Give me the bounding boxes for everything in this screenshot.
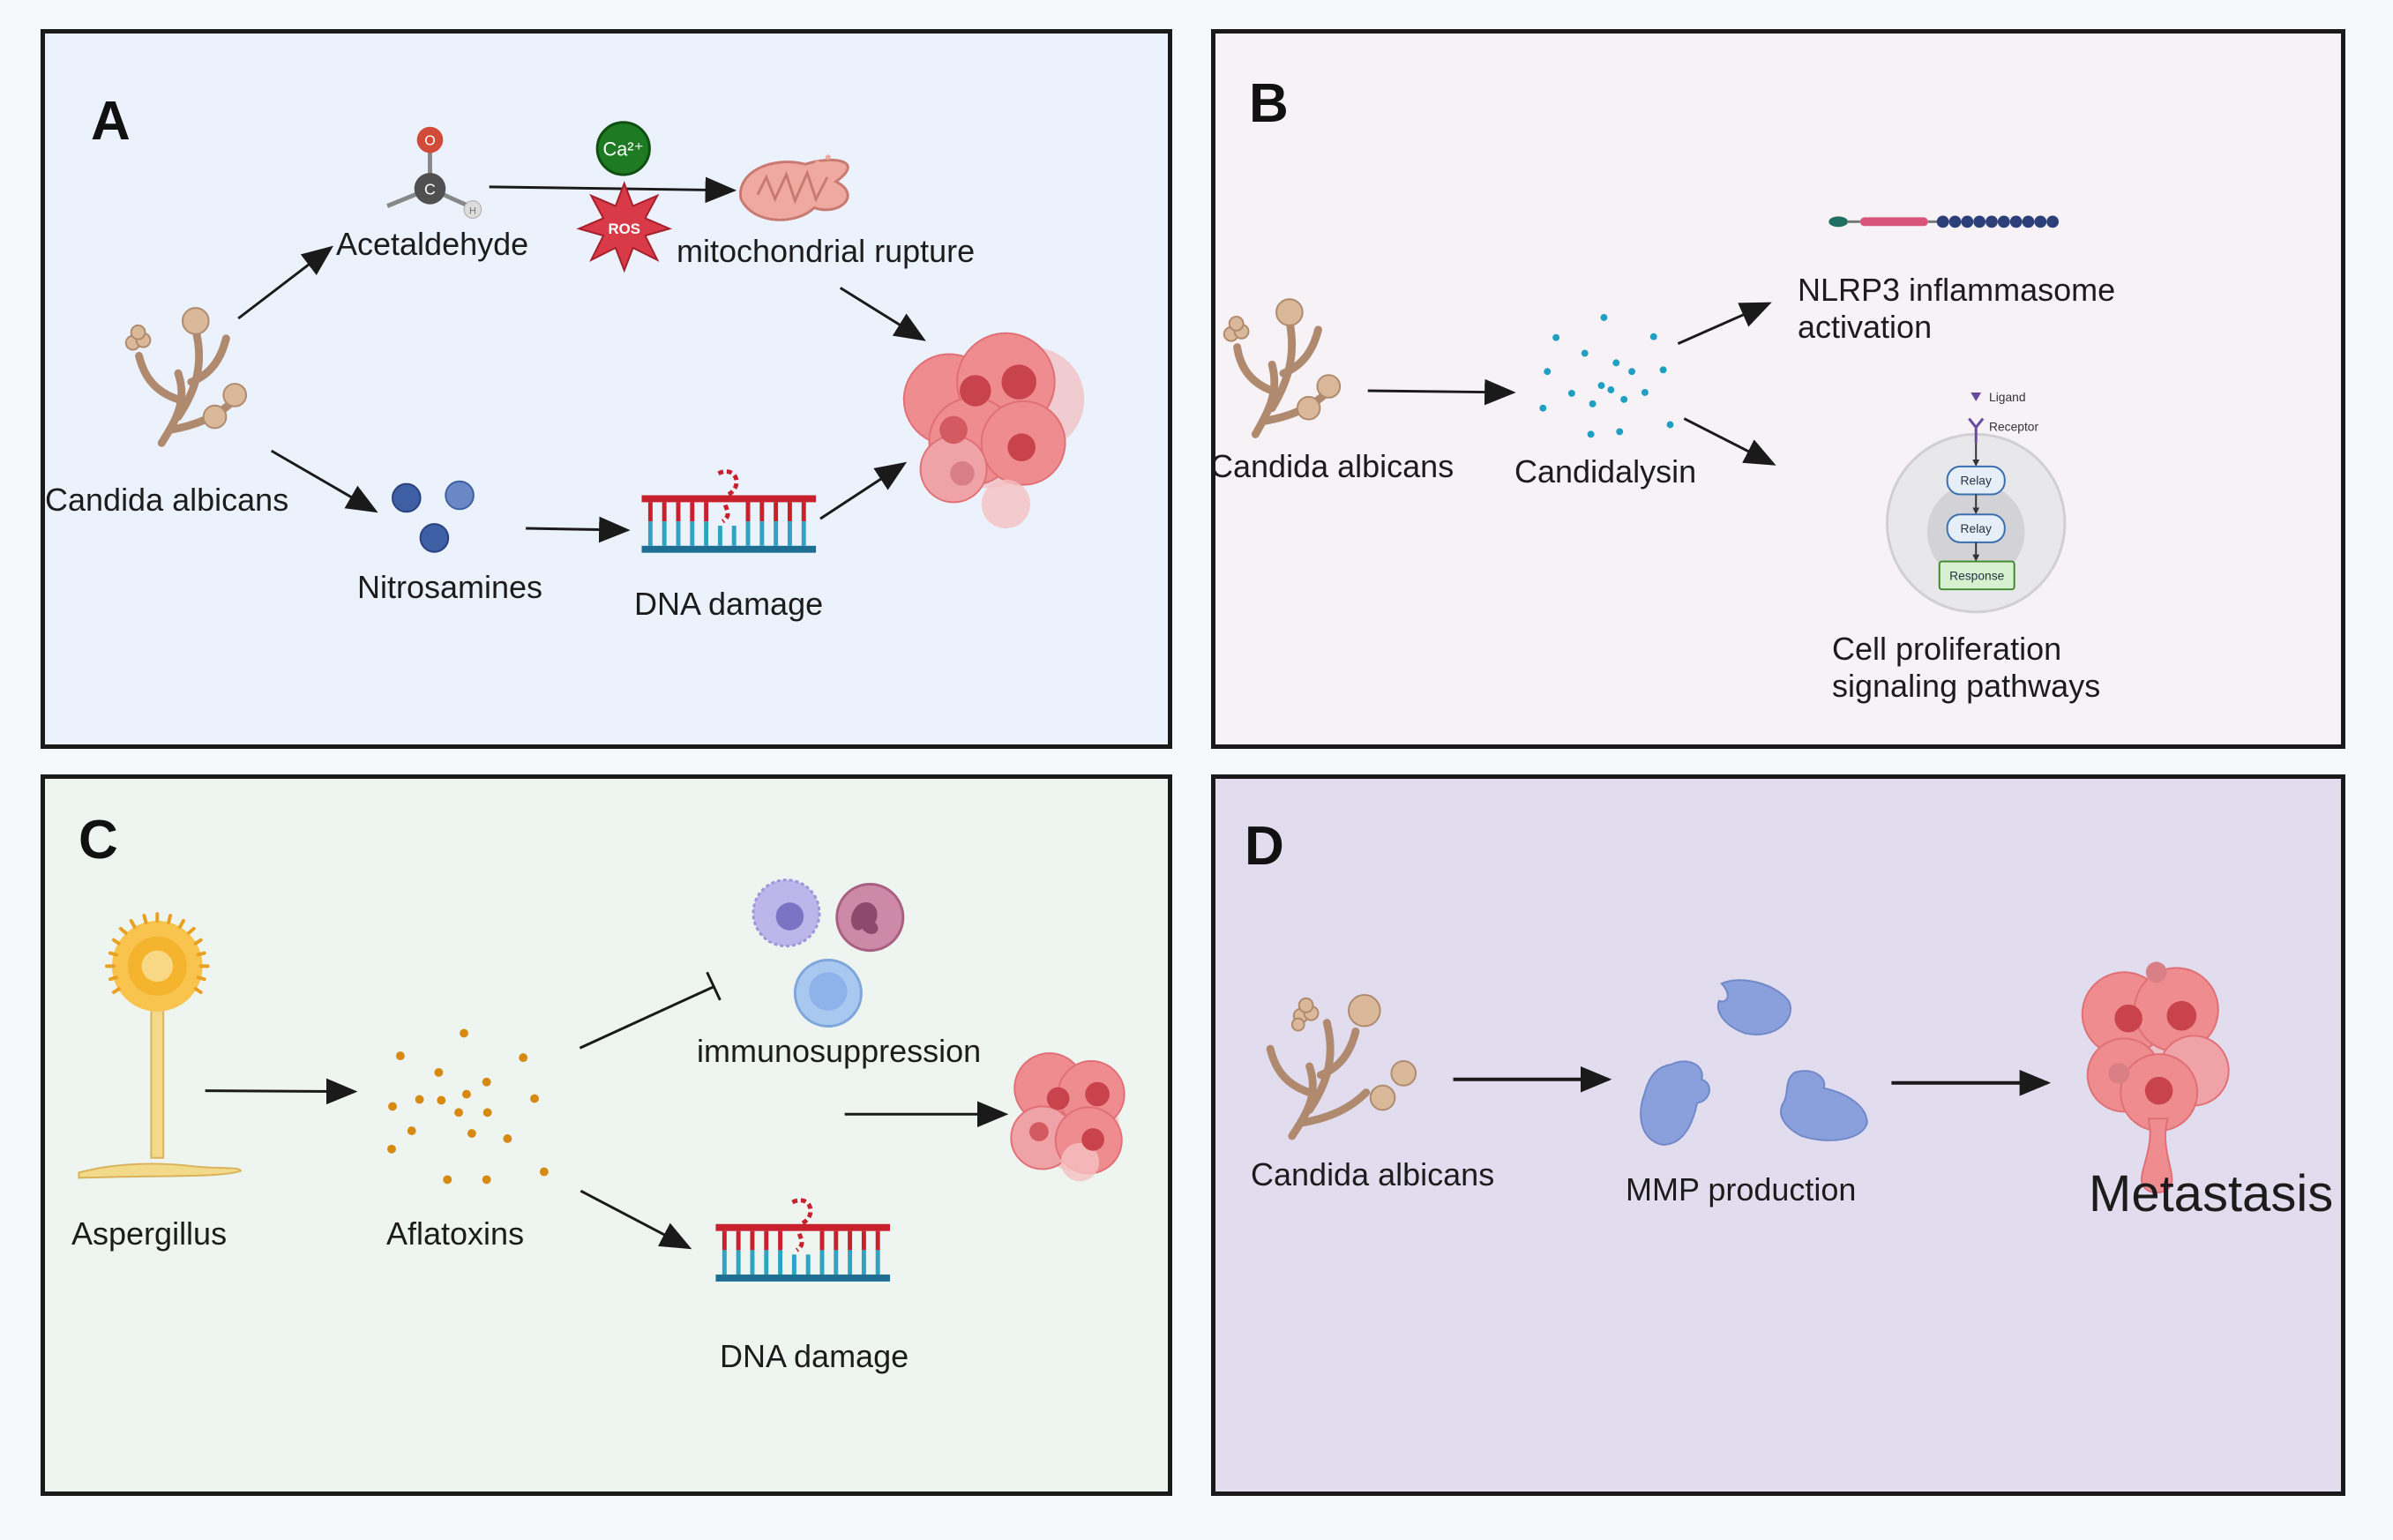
panel-letter-b: B <box>1249 73 1289 134</box>
proliferation-label-line2: signaling pathways <box>1832 668 2101 704</box>
arrow-candida-to-nitrosamines <box>270 449 378 513</box>
nlrp3-protein-icon <box>1828 215 2060 228</box>
panel-d: D Candida albicans MMP production Metast… <box>1211 774 2345 1496</box>
receptor-label: Receptor <box>1989 419 2038 433</box>
mitochondrion-icon <box>739 154 849 221</box>
tumor-cluster-icon <box>1010 1052 1125 1182</box>
mmp-enzymes-icon <box>1640 979 1868 1146</box>
panel-d-graphics <box>1266 961 2230 1193</box>
mmp-production-label: MMP production <box>1626 1171 1857 1207</box>
calcium-label: Ca²⁺ <box>603 138 644 160</box>
response-label: Response <box>1949 568 2005 582</box>
relay-1-label: Relay <box>1961 474 1992 488</box>
arrow-nitrosamines-to-dna <box>526 516 631 543</box>
panel-letter-c: C <box>79 810 118 871</box>
atom-h-label: H <box>469 206 476 216</box>
candida-fungus-icon <box>124 307 248 447</box>
panel-letter-d: D <box>1245 816 1284 877</box>
immune-cells-icon <box>752 878 905 1028</box>
candidalysin-particles-icon <box>1539 314 1674 438</box>
panel-a: O C H Ca²⁺ ROS <box>41 29 1172 749</box>
nitrosamines-label: Nitrosamines <box>357 569 543 605</box>
aflatoxins-label: Aflatoxins <box>386 1215 525 1252</box>
nitrosamine-sphere-icon <box>419 523 450 553</box>
dna-damage-label: DNA damage <box>720 1338 909 1374</box>
aspergillus-label: Aspergillus <box>71 1215 228 1252</box>
acetaldehyde-molecule-icon <box>386 126 482 219</box>
nlrp3-label-line2: activation <box>1798 309 1933 345</box>
panel-letter-a: A <box>91 91 131 152</box>
mitochondrial-rupture-label: mitochondrial rupture <box>677 233 976 269</box>
arrow-to-dna-damage <box>580 1189 692 1250</box>
ros-burst-icon <box>576 181 673 273</box>
candida-fungus-icon <box>1266 993 1417 1140</box>
atom-o-label: O <box>424 133 435 148</box>
arrow-candida-to-candidalysin <box>1367 378 1516 406</box>
dna-damage-icon <box>715 1198 891 1282</box>
nitrosamine-sphere-icon <box>445 480 475 511</box>
signaling-cell-icon <box>1885 392 2067 614</box>
acetaldehyde-label: Acetaldehyde <box>336 226 529 262</box>
arrow-mito-to-tumor <box>839 287 926 341</box>
panel-b: Ligand Receptor Relay Relay Response B C… <box>1211 29 2345 749</box>
aspergillus-icon <box>78 912 243 1179</box>
arrow-acetaldehyde-to-mito <box>489 176 737 204</box>
immunosuppression-label: immunosuppression <box>697 1033 982 1069</box>
nitrosamine-sphere-icon <box>392 482 422 513</box>
ligand-label: Ligand <box>1989 390 2025 404</box>
arrow-aspergillus-to-aflatoxins <box>205 1078 358 1105</box>
metastasis-tumor-icon <box>2081 961 2230 1193</box>
panel-b-graphics: Ligand Receptor Relay Relay Response <box>1223 215 2067 614</box>
tumor-cluster-icon <box>902 332 1085 529</box>
arrow-to-nlrp3 <box>1677 302 1772 345</box>
aflatoxin-particles-icon <box>387 1028 549 1185</box>
arrow-candida-to-acetaldehyde <box>237 245 334 320</box>
dna-damage-icon <box>641 469 817 553</box>
candida-albicans-label: Candida albicans <box>1251 1156 1495 1192</box>
candida-fungus-icon <box>1223 298 1342 438</box>
metastasis-label: Metastasis <box>2089 1165 2334 1222</box>
arrow-dna-to-tumor <box>819 461 908 520</box>
relay-2-label: Relay <box>1961 521 1992 535</box>
dna-damage-label: DNA damage <box>634 586 824 622</box>
arrow-to-proliferation <box>1683 417 1776 466</box>
nlrp3-label-line1: NLRP3 inflammasome <box>1798 272 2116 308</box>
calcium-ion-icon <box>595 121 651 176</box>
candidalysin-label: Candidalysin <box>1514 453 1697 490</box>
proliferation-label-line1: Cell proliferation <box>1832 631 2062 667</box>
atom-c-label: C <box>424 181 436 198</box>
candida-albicans-label: Candida albicans <box>45 482 289 518</box>
panel-c-graphics <box>78 878 1125 1282</box>
panel-a-graphics: O C H Ca²⁺ ROS <box>124 121 1085 553</box>
candida-albicans-label: Candida albicans <box>1211 448 1454 484</box>
ros-label: ROS <box>609 221 640 237</box>
inhibition-line-icon <box>579 971 722 1050</box>
panel-c: C Aspergillus Aflatoxins immunosuppressi… <box>41 774 1172 1496</box>
